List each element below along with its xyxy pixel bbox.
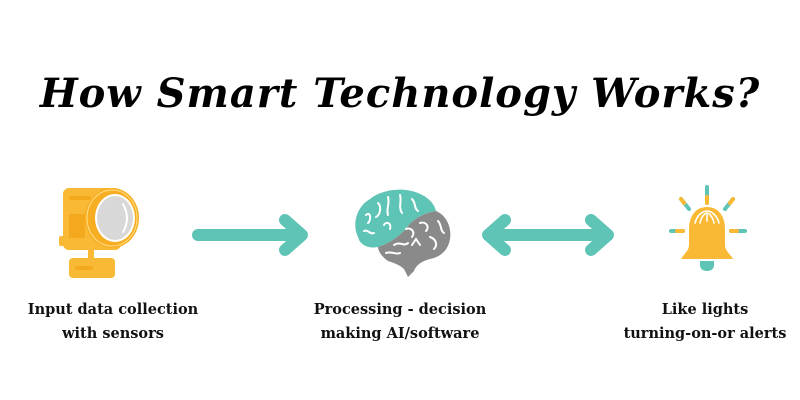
page-title: How Smart Technology Works? — [39, 70, 761, 117]
arrow-right-icon — [190, 212, 312, 258]
step-label-output-line1: Like lights — [661, 301, 749, 318]
step-label-output: Like lights turning-on-or alerts — [610, 298, 800, 346]
sensor-camera-icon — [55, 182, 145, 282]
arrow-bidirectional-icon — [480, 212, 616, 258]
step-label-output-line2: turning-on-or alerts — [623, 325, 787, 342]
step-label-processing-line1: Processing - decision — [313, 301, 487, 318]
step-label-input-line1: Input data collection — [27, 301, 199, 318]
brain-icon — [350, 185, 455, 280]
step-label-processing-line2: making AI/software — [320, 325, 480, 342]
step-label-input-line2: with sensors — [62, 325, 164, 342]
alarm-bell-icon — [665, 183, 750, 278]
step-label-processing: Processing - decision making AI/software — [305, 298, 495, 346]
step-label-input: Input data collection with sensors — [18, 298, 208, 346]
